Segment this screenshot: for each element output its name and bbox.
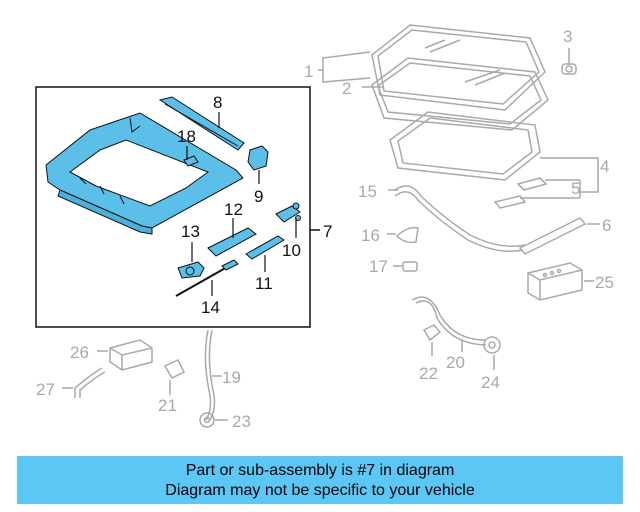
callout-11: 11 xyxy=(255,274,273,293)
callout-4: 4 xyxy=(600,157,609,176)
callout-23: 23 xyxy=(232,412,251,431)
callout-5: 5 xyxy=(571,179,580,198)
guide-12 xyxy=(207,227,257,257)
callout-10: 10 xyxy=(282,241,301,260)
gray-parts xyxy=(62,24,600,428)
callout-22: 22 xyxy=(419,364,438,383)
banner-line-1: Part or sub-assembly is #7 in diagram xyxy=(185,462,455,479)
cable-14 xyxy=(175,259,239,297)
callout-14: 14 xyxy=(201,298,220,317)
callout-18: 18 xyxy=(177,127,196,146)
callout-6: 6 xyxy=(602,216,611,235)
callout-7: 7 xyxy=(323,222,332,241)
guide-11 xyxy=(245,235,285,260)
dark-callouts: 8 18 9 7 12 10 13 11 14 xyxy=(177,93,332,317)
assembly-7-parts xyxy=(45,96,301,297)
callout-19: 19 xyxy=(222,368,241,387)
callout-21: 21 xyxy=(158,396,177,415)
banner-line-2: Diagram may not be specific to your vehi… xyxy=(165,482,475,499)
callout-16: 16 xyxy=(361,226,380,245)
callout-17: 17 xyxy=(369,257,388,276)
glass-frame xyxy=(389,111,541,181)
info-banner: Part or sub-assembly is #7 in diagram Di… xyxy=(17,456,623,504)
callout-25: 25 xyxy=(595,273,614,292)
callout-26: 26 xyxy=(70,343,89,362)
callout-20: 20 xyxy=(446,353,465,372)
callout-1: 1 xyxy=(304,62,313,81)
callout-3: 3 xyxy=(563,27,572,46)
callout-12: 12 xyxy=(224,200,243,219)
assembly-7-box xyxy=(35,86,320,328)
bolt xyxy=(561,48,577,75)
rail-8 xyxy=(158,96,245,151)
callout-13: 13 xyxy=(181,222,200,241)
callout-15: 15 xyxy=(358,182,377,201)
callout-9: 9 xyxy=(254,187,263,206)
callout-2: 2 xyxy=(342,79,351,98)
gray-callouts: 1 2 3 4 5 6 15 16 17 25 20 22 24 26 27 1… xyxy=(36,27,614,431)
callout-8: 8 xyxy=(213,93,222,112)
dark-leaders xyxy=(186,112,297,296)
seal xyxy=(371,57,549,131)
bracket-9 xyxy=(247,145,269,171)
slider-13 xyxy=(177,261,205,279)
parts-diagram: 1 2 3 4 5 6 15 16 17 25 20 22 24 26 27 1… xyxy=(35,24,614,431)
sunroof-housing xyxy=(45,112,244,235)
clip-18 xyxy=(183,155,199,167)
callout-27: 27 xyxy=(36,380,55,399)
link-10 xyxy=(275,202,301,223)
callout-24: 24 xyxy=(481,373,500,392)
